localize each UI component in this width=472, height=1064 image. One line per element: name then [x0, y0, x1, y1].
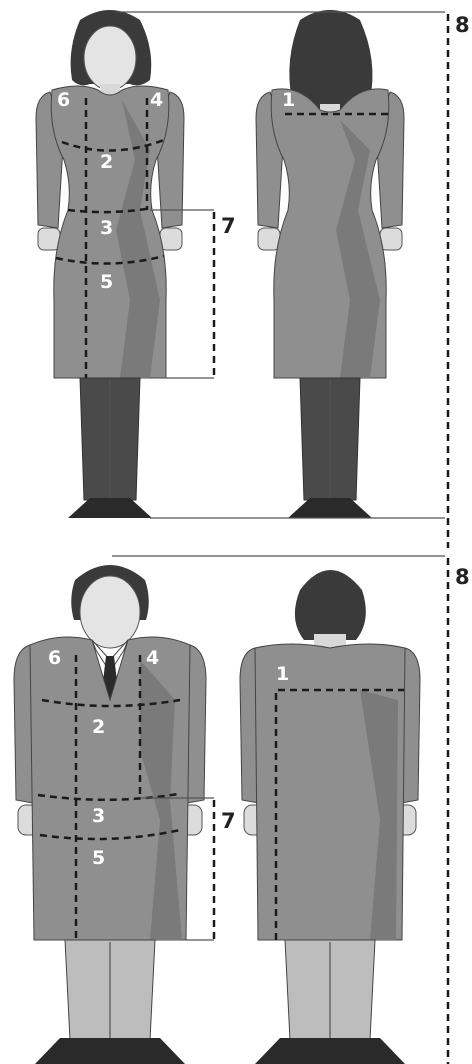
woman-front-label-4: 4 [150, 89, 163, 111]
woman-front-label-7: 7 [221, 214, 236, 238]
man-back-figure: 1 [240, 570, 420, 1064]
man-front-label-5: 5 [92, 847, 105, 869]
man-back-head [295, 570, 366, 640]
woman-back-shoes [288, 498, 372, 518]
man-back-shoes [255, 1038, 405, 1064]
woman-front-shoes [68, 498, 152, 518]
woman-front-face [84, 26, 136, 90]
woman-height-label-8: 8 [455, 13, 470, 37]
woman-front-figure: 6 4 2 3 5 7 [36, 10, 236, 518]
woman-back-right-hand [380, 228, 402, 250]
woman-back-figure: 1 [256, 10, 404, 518]
man-front-face [80, 576, 140, 648]
woman-front-label-6: 6 [57, 89, 70, 111]
woman-front-left-hand [38, 228, 60, 250]
woman-front-label-2: 2 [100, 151, 113, 173]
man-height-label-8: 8 [455, 565, 470, 589]
woman-front-label-3: 3 [100, 217, 113, 239]
woman-front-label-5: 5 [100, 271, 113, 293]
woman-back-left-hand [258, 228, 280, 250]
man-front-figure: 6 4 2 3 5 7 [14, 565, 236, 1064]
man-front-label-7: 7 [221, 809, 236, 833]
woman-back-label-1: 1 [282, 89, 295, 111]
man-back-label-1: 1 [276, 663, 289, 685]
man-front-shoes [35, 1038, 185, 1064]
woman-front-right-hand [160, 228, 182, 250]
man-front-label-2: 2 [92, 716, 105, 738]
man-front-label-4: 4 [146, 647, 159, 669]
man-front-label-3: 3 [92, 805, 105, 827]
man-front-label-6: 6 [48, 647, 61, 669]
